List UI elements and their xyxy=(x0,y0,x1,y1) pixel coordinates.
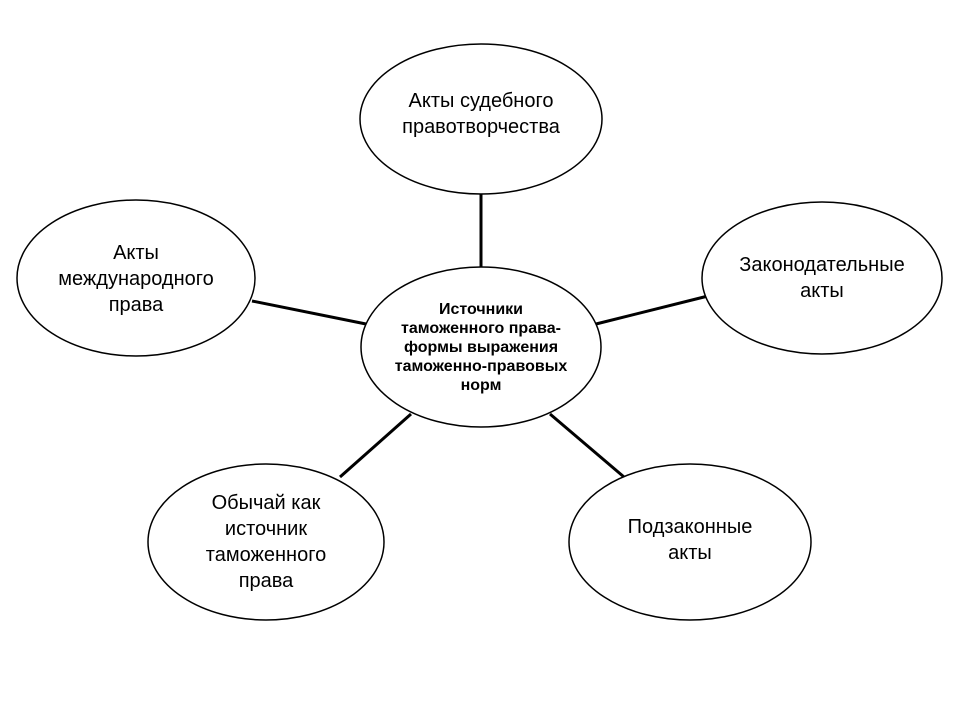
connector-bottom-right xyxy=(549,412,625,479)
node-bottom-left-ellipse xyxy=(147,463,385,621)
node-bottom-right-label: Подзаконные акты xyxy=(627,516,753,564)
connector-left xyxy=(251,299,367,326)
connector-right xyxy=(595,294,709,326)
center-node-label: Источники таможенного права- формы выраж… xyxy=(394,300,568,394)
node-bottom-right-ellipse xyxy=(568,463,812,621)
node-left-label: Акты международного права xyxy=(58,242,214,316)
connector-bottom-left xyxy=(339,412,412,479)
node-right-ellipse xyxy=(701,201,943,355)
node-bottom-left-label: Обычай как источник таможенного права xyxy=(205,492,327,592)
node-center-ellipse xyxy=(360,266,602,428)
node-top-ellipse xyxy=(359,43,603,195)
node-top-label: Акты судебного правотворчества xyxy=(402,90,560,138)
node-left-ellipse xyxy=(16,199,256,357)
node-right-label: Законодательные акты xyxy=(739,254,905,302)
